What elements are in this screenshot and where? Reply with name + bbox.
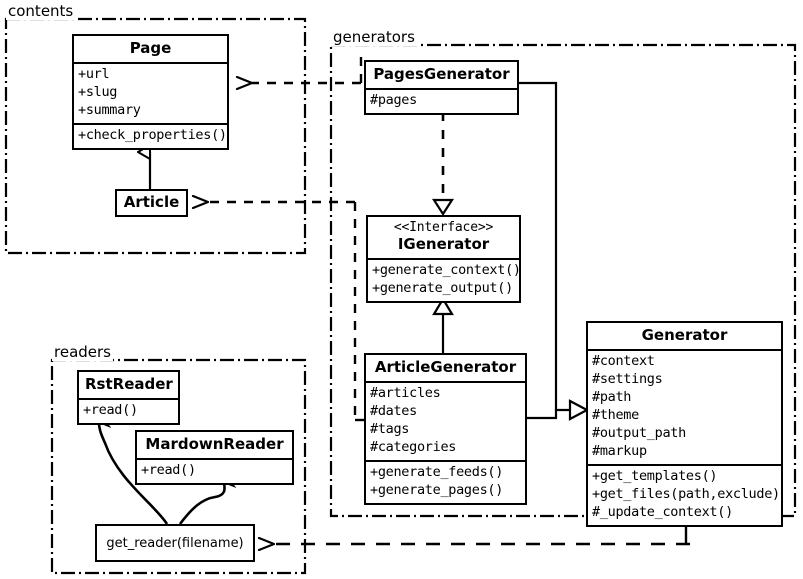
class-method: +generate_context()	[372, 262, 521, 279]
class-attributes-articlegenerator: #articles #dates #tags #categories	[366, 381, 525, 460]
class-box-articlegenerator[interactable]: ArticleGenerator #articles #dates #tags …	[364, 353, 527, 505]
class-title-generator: Generator	[641, 326, 728, 344]
class-attribute: #path	[592, 389, 632, 406]
class-method: +generate_pages()	[370, 482, 504, 499]
class-title-rstreader: RstReader	[85, 375, 173, 393]
class-method: +read()	[83, 402, 138, 419]
class-attribute: #theme	[592, 407, 639, 424]
relationship-articlegenerator-to-igenerator	[432, 296, 454, 353]
class-attributes-page: +url +slug +summary	[74, 62, 227, 123]
package-label-contents: contents	[6, 2, 76, 20]
relationship-generators-to-article	[208, 202, 367, 422]
class-box-article[interactable]: Article	[115, 189, 188, 218]
class-title-article: Article	[123, 193, 180, 211]
class-methods-igenerator: +generate_context() +generate_output()	[368, 258, 521, 301]
class-method: +generate_feeds()	[370, 464, 504, 481]
relationship-getreader-to-mardownreader	[178, 482, 225, 525]
class-method: +get_templates()	[592, 467, 718, 484]
class-attributes-generator: #context #settings #path #theme #output_…	[588, 349, 781, 464]
class-box-mardownreader[interactable]: MardownReader +read()	[135, 430, 294, 486]
class-attributes-pagesgenerator: #pages	[366, 88, 517, 113]
class-attribute: #pages	[370, 92, 417, 109]
class-attribute: #categories	[370, 439, 457, 456]
class-box-pagesgenerator[interactable]: PagesGenerator #pages	[364, 60, 519, 116]
class-box-rstreader[interactable]: RstReader +read()	[77, 370, 180, 426]
class-attribute: #tags	[370, 421, 410, 438]
class-methods-mardownreader: +read()	[137, 458, 292, 483]
class-attribute: #output_path	[592, 425, 686, 442]
class-attribute: #markup	[592, 443, 647, 460]
package-label-generators: generators	[331, 28, 417, 46]
class-attribute: #settings	[592, 371, 663, 388]
class-methods-generator: +get_templates() +get_files(path,exclude…	[588, 463, 781, 525]
class-title-mardownreader: MardownReader	[145, 435, 284, 453]
class-methods-page: +check_properties()	[74, 123, 227, 148]
class-attribute: #dates	[370, 403, 417, 420]
class-title-page: Page	[129, 39, 172, 57]
class-methods-rstreader: +read()	[79, 398, 178, 423]
class-title-igenerator: <<Interface>> IGenerator	[368, 217, 519, 258]
class-attribute: +summary	[78, 102, 141, 119]
class-title-articlegenerator: ArticleGenerator	[374, 358, 517, 376]
class-method: +get_files(path,exclude)	[592, 485, 780, 502]
class-attribute: +slug	[78, 84, 118, 101]
class-method: #_update_context()	[592, 503, 733, 520]
class-attribute: #context	[592, 353, 655, 370]
package-label-readers: readers	[52, 343, 113, 361]
class-name-igenerator: IGenerator	[397, 234, 490, 253]
class-method: +check_properties()	[78, 127, 227, 144]
class-stereotype-igenerator: <<Interface>>	[393, 220, 494, 235]
class-box-page[interactable]: Page +url +slug +summary +check_properti…	[72, 34, 229, 151]
class-box-generator[interactable]: Generator #context #settings #path #them…	[586, 321, 783, 527]
class-attribute: +url	[78, 66, 110, 83]
class-method: +generate_output()	[372, 280, 513, 297]
relationship-pagesgenerator-to-igenerator	[431, 112, 455, 217]
function-label-get-reader: get_reader(filename)	[106, 535, 244, 551]
class-methods-articlegenerator: +generate_feeds() +generate_pages()	[366, 460, 525, 503]
class-attribute: #articles	[370, 385, 441, 402]
class-method: +read()	[141, 462, 196, 479]
relationship-generators-to-page	[252, 53, 363, 83]
class-title-pagesgenerator: PagesGenerator	[373, 65, 510, 83]
class-box-igenerator[interactable]: <<Interface>> IGenerator +generate_conte…	[366, 215, 521, 304]
relationship-articlegenerator-to-generator	[527, 399, 590, 421]
function-box-get-reader[interactable]: get_reader(filename)	[95, 524, 255, 562]
